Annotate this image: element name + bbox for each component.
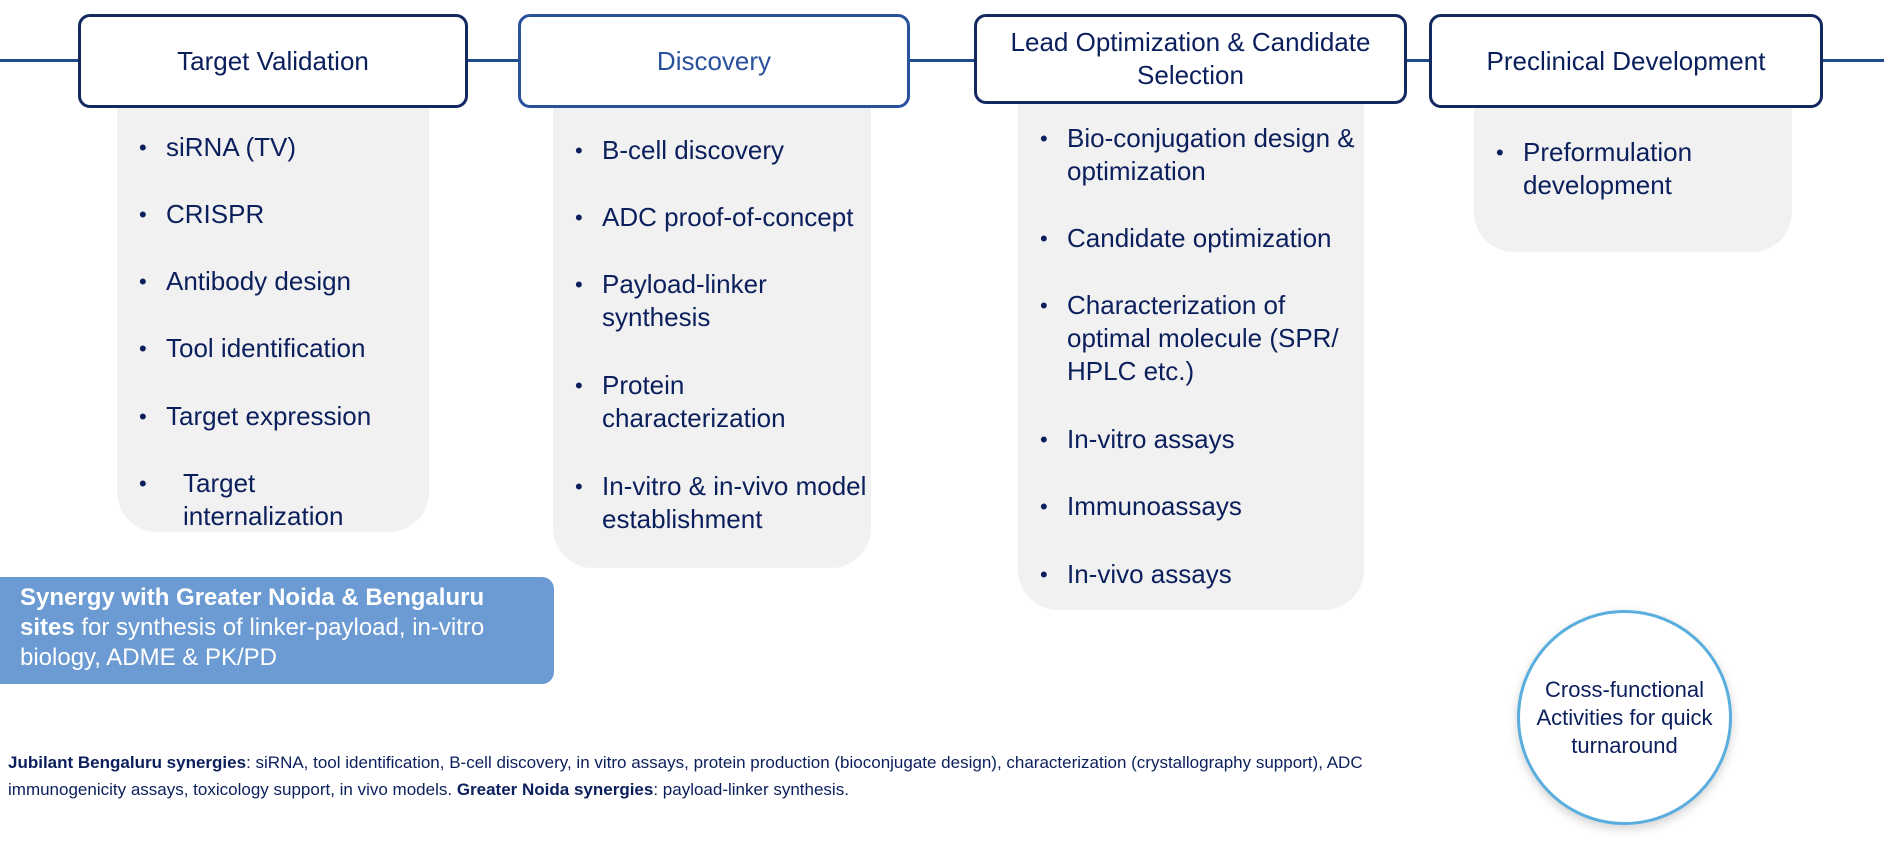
bullet-icon: • xyxy=(575,272,583,297)
list-item: • Target expression xyxy=(139,401,372,431)
stage-title: Lead Optimization & Candidate Selection xyxy=(1010,27,1371,90)
list-item: • Protein characterization xyxy=(575,370,786,433)
bullet-icon: • xyxy=(575,205,583,230)
list-item: • B-cell discovery xyxy=(575,135,785,165)
stage-title: Target Validation xyxy=(177,45,369,76)
synergy-bold-text: Synergy with Greater Noida & Bengaluru s… xyxy=(20,584,485,641)
list-item: • Candidate optimization xyxy=(1040,223,1332,253)
list-item: • Tool identification xyxy=(139,333,366,363)
bullet-icon: • xyxy=(139,404,147,429)
list-item: • Target internalization xyxy=(139,468,344,531)
list-item: • Antibody design xyxy=(139,266,352,296)
stage-discovery: Discovery xyxy=(518,14,910,108)
list-item: • In-vivo assays xyxy=(1040,559,1232,589)
footnote-noida-text: : payload-linker synthesis. xyxy=(653,780,849,799)
bullet-icon: • xyxy=(1040,427,1048,452)
target-validation-panel: • siRNA (TV) • CRISPR • Antibody design … xyxy=(117,104,429,532)
footnote-bengaluru-label: Jubilant Bengaluru synergies xyxy=(8,753,247,772)
circle-text: Cross-functional Activities for quick tu… xyxy=(1536,676,1713,758)
list-item: • Bio-conjugation design & optimization xyxy=(1040,123,1355,186)
lead-optimization-panel: • Bio-conjugation design & optimization … xyxy=(1018,100,1364,610)
cross-functional-circle: Cross-functional Activities for quick tu… xyxy=(1517,610,1732,825)
bullet-icon: • xyxy=(1040,226,1048,251)
stage-lead-optimization: Lead Optimization & Candidate Selection xyxy=(974,14,1407,104)
synergy-text: for synthesis of linker-payload, in-vitr… xyxy=(20,614,485,671)
bullet-icon: • xyxy=(139,135,147,160)
footnote-bengaluru-text: : siRNA, tool identification, B-cell dis… xyxy=(8,753,1363,799)
list-item: • Preformulation development xyxy=(1496,137,1693,200)
bullet-icon: • xyxy=(1040,494,1048,519)
bullet-icon: • xyxy=(139,202,147,227)
list-item: • ADC proof-of-concept xyxy=(575,202,854,232)
list-item: • In-vitro assays xyxy=(1040,424,1235,454)
stage-preclinical: Preclinical Development xyxy=(1429,14,1823,108)
bullet-icon: • xyxy=(1040,293,1048,318)
discovery-panel: • B-cell discovery • ADC proof-of-concep… xyxy=(553,104,871,568)
bullet-icon: • xyxy=(1040,126,1048,151)
stage-target-validation: Target Validation xyxy=(78,14,468,108)
footnote-noida-label: Greater Noida synergies xyxy=(456,780,654,799)
list-item: • In-vitro & in-vivo model establishment xyxy=(575,471,867,534)
list-item: • Immunoassays xyxy=(1040,491,1242,521)
list-item: • Payload-linker synthesis xyxy=(575,269,767,332)
list-item: • Characterization of optimal molecule (… xyxy=(1040,290,1339,386)
stage-title: Discovery xyxy=(656,45,772,76)
footnote: Jubilant Bengaluru synergies: siRNA, too… xyxy=(8,749,1458,803)
bullet-icon: • xyxy=(575,138,583,163)
bullet-icon: • xyxy=(1040,562,1048,587)
bullet-icon: • xyxy=(1496,140,1504,165)
bullet-icon: • xyxy=(575,373,583,398)
preclinical-panel: • Preformulation development xyxy=(1474,104,1792,252)
synergy-callout: Synergy with Greater Noida & Bengaluru s… xyxy=(0,577,554,684)
bullet-icon: • xyxy=(575,474,583,499)
bullet-icon: • xyxy=(139,336,147,361)
list-item: • CRISPR xyxy=(139,199,265,229)
bullet-icon: • xyxy=(139,471,147,496)
stage-title: Preclinical Development xyxy=(1486,45,1766,76)
list-item: • siRNA (TV) xyxy=(139,132,296,162)
bullet-icon: • xyxy=(139,269,147,294)
timeline-connector xyxy=(0,59,1884,62)
